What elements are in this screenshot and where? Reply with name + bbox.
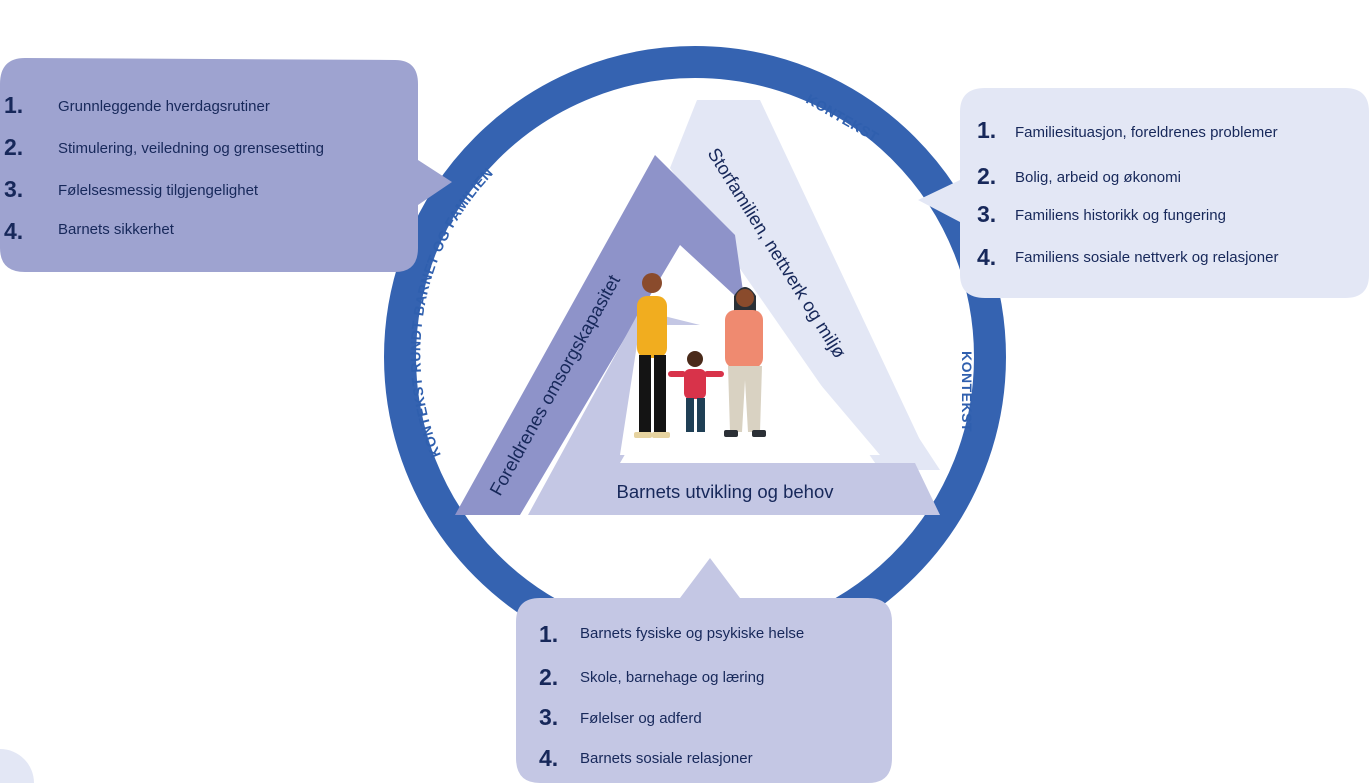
context-label-right: KONTEKST (959, 351, 975, 432)
bubble-parenting: 1. Grunnleggende hverdagsrutiner 2. Stim… (0, 58, 452, 272)
bubble-right-item-1: Familiesituasjon, foreldrenes problemer (1015, 124, 1278, 141)
triangle-segment-child (528, 310, 940, 515)
bubble-child: 1. Barnets fysiske og psykiske helse 2. … (516, 558, 892, 783)
bubble-left-item-1: Grunnleggende hverdagsrutiner (58, 98, 270, 115)
bubble-right-num-1: 1. (977, 117, 996, 143)
bubble-left-num-4: 4. (4, 218, 23, 244)
bubble-bottom-num-1: 1. (539, 621, 558, 647)
bubble-bottom-num-2: 2. (539, 664, 558, 690)
corner-decoration (0, 749, 34, 783)
bubble-right-num-3: 3. (977, 201, 996, 227)
context-label-left-path: KONTEKST RUNDT BARNET OG FAMILIEN (407, 164, 495, 460)
bubble-left-item-3: Følelsesmessig tilgjengelighet (58, 182, 259, 199)
label-child-development: Barnets utvikling og behov (617, 481, 835, 502)
bubble-bottom-num-4: 4. (539, 745, 558, 771)
bubble-right-item-3: Familiens historikk og fungering (1015, 207, 1226, 224)
bubble-left-num-3: 3. (4, 176, 23, 202)
bubble-right-num-2: 2. (977, 163, 996, 189)
bubble-right-num-4: 4. (977, 244, 996, 270)
triangle-segment-parents (455, 155, 745, 515)
bubble-bottom-item-2: Skole, barnehage og læring (580, 669, 764, 686)
bubble-family: 1. Familiesituasjon, foreldrenes problem… (918, 88, 1369, 298)
bubble-left-num-2: 2. (4, 134, 23, 160)
bubble-right-item-4: Familiens sosiale nettverk og relasjoner (1015, 249, 1278, 266)
bubble-left-item-4: Barnets sikkerhet (58, 221, 175, 238)
family-illustration (634, 273, 766, 438)
bubble-bottom-item-4: Barnets sosiale relasjoner (580, 750, 753, 767)
bubble-right-item-2: Bolig, arbeid og økonomi (1015, 169, 1181, 186)
bubble-left-item-2: Stimulering, veiledning og grensesetting (58, 140, 324, 157)
bubble-bottom-num-3: 3. (539, 704, 558, 730)
bubble-bottom-item-3: Følelser og adferd (580, 710, 702, 727)
context-label-left: KONTEKST RUNDT BARNET OG FAMILIEN (407, 164, 496, 460)
bubble-left-num-1: 1. (4, 92, 23, 118)
bubble-bottom-item-1: Barnets fysiske og psykiske helse (580, 625, 804, 642)
